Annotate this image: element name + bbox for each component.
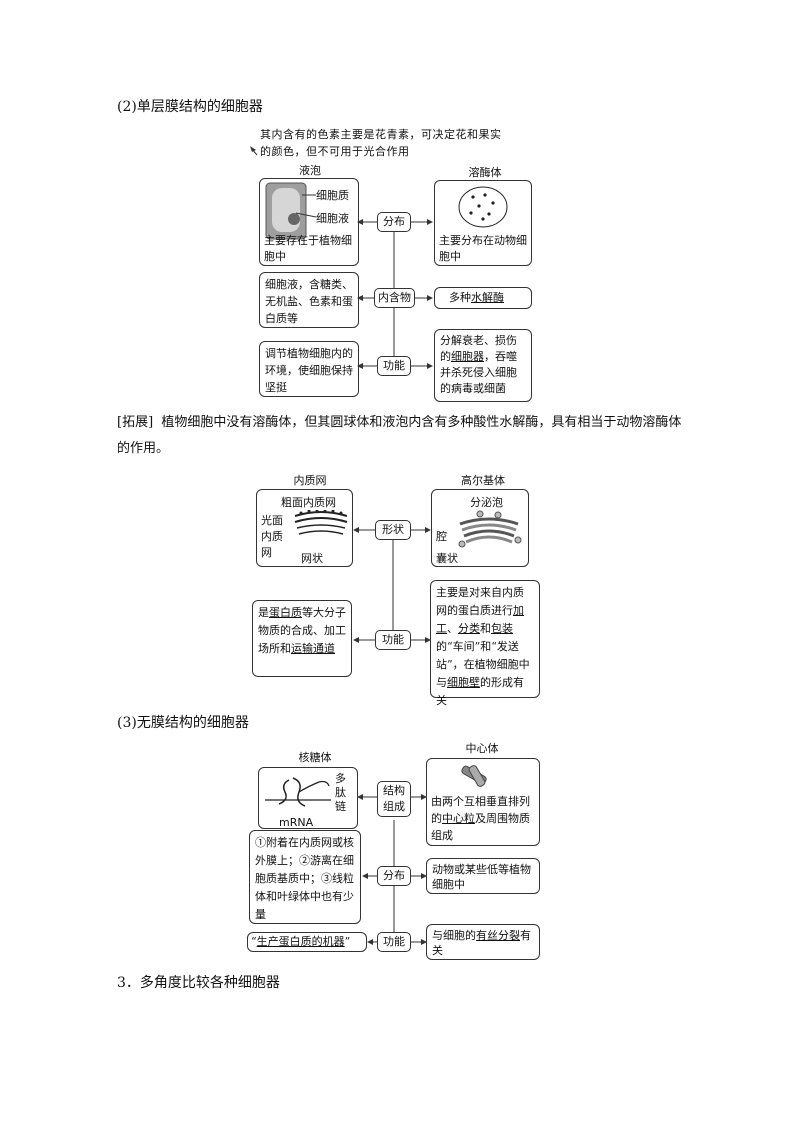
ribosome-title: 核糖体: [298, 751, 332, 764]
pill-structure: 结构组成: [377, 781, 411, 817]
pill-function: 功能: [377, 356, 411, 376]
lysosome-title: 溶酶体: [468, 166, 502, 179]
expand-tag: [拓展]: [117, 415, 154, 430]
centrosome-structure: 由两个互相垂直排列的中心粒及周围物质组成: [431, 795, 530, 842]
label-cytoplasm: 细胞质: [316, 189, 349, 202]
golgi-box: 分泌泡 腔 囊状: [431, 489, 529, 567]
pill-shape: 形状: [375, 520, 411, 540]
pill-sec3-function: 功能: [377, 932, 411, 952]
ribosome-distribution: ①附着在内质网或核外膜上；②游离在细胞质基质中；③线粒体和叶绿体中也有少量: [249, 830, 361, 924]
vacuole-title: 液泡: [299, 164, 321, 177]
label-secretory-vesicle: 分泌泡: [470, 496, 503, 509]
label-polypeptide: 多肽链: [335, 772, 346, 813]
ribosome-box: 多肽链 mRNA: [258, 767, 358, 829]
vacuole-distribution: 主要存在于植物细胞中: [264, 234, 352, 263]
lysosome-contents: 多种水解酶: [434, 287, 532, 309]
pill-er-golgi-function: 功能: [375, 630, 411, 650]
er-box: 粗面内质网 光面内质网 网状: [256, 489, 353, 567]
golgi-title: 高尔基体: [461, 474, 505, 487]
centrosome-box: 由两个互相垂直排列的中心粒及周围物质组成: [426, 758, 540, 846]
centrosome-function: 与细胞的有丝分裂有关: [426, 924, 540, 960]
label-cell-sap: 细胞液: [316, 212, 349, 225]
er-function: 是蛋白质等大分子物质的合成、加工场所和运输通道: [252, 600, 352, 677]
vacuole-pigment-note: 其内含有的色素主要是花青素，可决定花和果实 的颜色，但不可用于光合作用: [260, 128, 502, 158]
pill-sec3-distribution: 分布: [377, 866, 411, 886]
vacuole-function: 调节植物细胞内的环境，使细胞保持坚挺: [259, 341, 359, 397]
lysosome-distribution: 主要分布在动物细胞中: [439, 234, 527, 263]
centrosome-illustration: [461, 765, 487, 787]
centrosome-distribution: 动物或某些低等植物细胞中: [426, 858, 540, 894]
label-sac: 囊状: [436, 552, 458, 565]
label-cavity: 腔: [436, 530, 447, 543]
section-title-compare: 3．多角度比较各种细胞器: [117, 975, 280, 991]
label-smooth-er: 光面内质网: [261, 514, 283, 559]
centrosome-title: 中心体: [465, 742, 499, 755]
ribosome-function: “生产蛋白质的机器”: [247, 932, 367, 952]
lysosome-function: 分解衰老、损伤的细胞器，吞噬并杀死侵入细胞的病毒或细菌: [434, 329, 532, 402]
pill-contents: 内含物: [374, 288, 415, 308]
golgi-function: 主要是对来自内质网的蛋白质进行加工、分类和包装的“车间”和“发送站”，在植物细胞…: [430, 580, 540, 707]
ribosome-illustration: [265, 777, 331, 807]
lysosome-box: 主要分布在动物细胞中: [434, 180, 532, 266]
pill-distribution: 分布: [377, 212, 411, 232]
label-net: 网状: [301, 552, 323, 565]
expand-paragraph: [拓展] 植物细胞中没有溶酶体，但其圆球体和液泡内含有多种酸性水解酶，具有相当于…: [117, 415, 682, 456]
section-title-single-membrane: (2)单层膜结构的细胞器: [117, 99, 263, 115]
lysosome-illustration: [458, 186, 508, 228]
golgi-illustration: [458, 510, 522, 548]
vacuole-box: 细胞质 细胞液 主要存在于植物细胞中: [259, 178, 359, 266]
label-rough-er: 粗面内质网: [281, 496, 336, 509]
plant-cell-illustration: [265, 182, 317, 240]
label-mrna: mRNA: [279, 816, 314, 829]
vacuole-contents: 细胞液，含糖类、无机盐、色素和蛋白质等: [259, 272, 359, 328]
section-title-non-membrane: (3)无膜结构的细胞器: [117, 715, 249, 731]
er-illustration: [294, 510, 348, 535]
er-title: 内质网: [293, 474, 327, 487]
